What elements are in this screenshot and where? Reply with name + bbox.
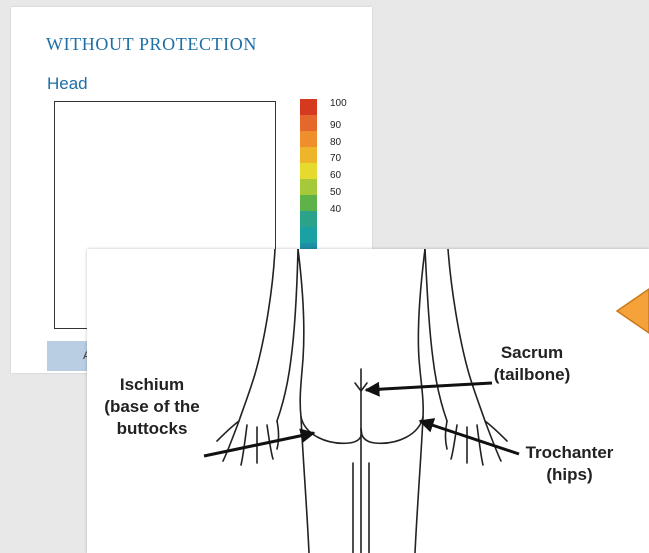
right-arm-outline [425, 249, 447, 421]
body-diagram-card: Ischium (base of the buttocks Sacrum (ta… [87, 249, 649, 553]
buttocks-outline [301, 417, 362, 443]
scale-label-50: 50 [330, 187, 341, 198]
scale-band [300, 163, 317, 179]
ischium-label-line1: Ischium [92, 374, 212, 396]
trochanter-label: Trochanter (hips) [507, 442, 632, 486]
head-section-label: Head [47, 74, 88, 94]
trochanter-label-line1: Trochanter [507, 442, 632, 464]
scale-label-100: 100 [330, 98, 347, 109]
scale-band [300, 131, 317, 147]
scale-band [300, 147, 317, 163]
sacrum-label: Sacrum (tailbone) [477, 342, 587, 386]
color-scale [300, 99, 317, 259]
scale-label-70: 70 [330, 153, 341, 164]
scale-label-40: 40 [330, 204, 341, 215]
ischium-label-line2: (base of the [92, 396, 212, 418]
scale-band [300, 195, 317, 211]
leg-outline [301, 417, 309, 553]
ischium-label: Ischium (base of the buttocks [92, 374, 212, 440]
trochanter-label-line2: (hips) [507, 464, 632, 486]
scale-label-80: 80 [330, 137, 341, 148]
sacrum-label-line2: (tailbone) [477, 364, 587, 386]
scale-label-60: 60 [330, 170, 341, 181]
torso-outline [298, 249, 304, 417]
right-hand-outline [446, 421, 508, 465]
left-arm-outline [239, 249, 275, 421]
scale-band [300, 99, 317, 115]
scale-band [300, 227, 317, 243]
scale-band [300, 211, 317, 227]
ischium-label-line3: buttocks [92, 418, 212, 440]
scale-band [300, 115, 317, 131]
scale-band [300, 179, 317, 195]
sacrum-label-line1: Sacrum [477, 342, 587, 364]
card-title: WITHOUT PROTECTION [46, 34, 257, 55]
scale-label-90: 90 [330, 120, 341, 131]
callout-pointer [617, 289, 649, 333]
